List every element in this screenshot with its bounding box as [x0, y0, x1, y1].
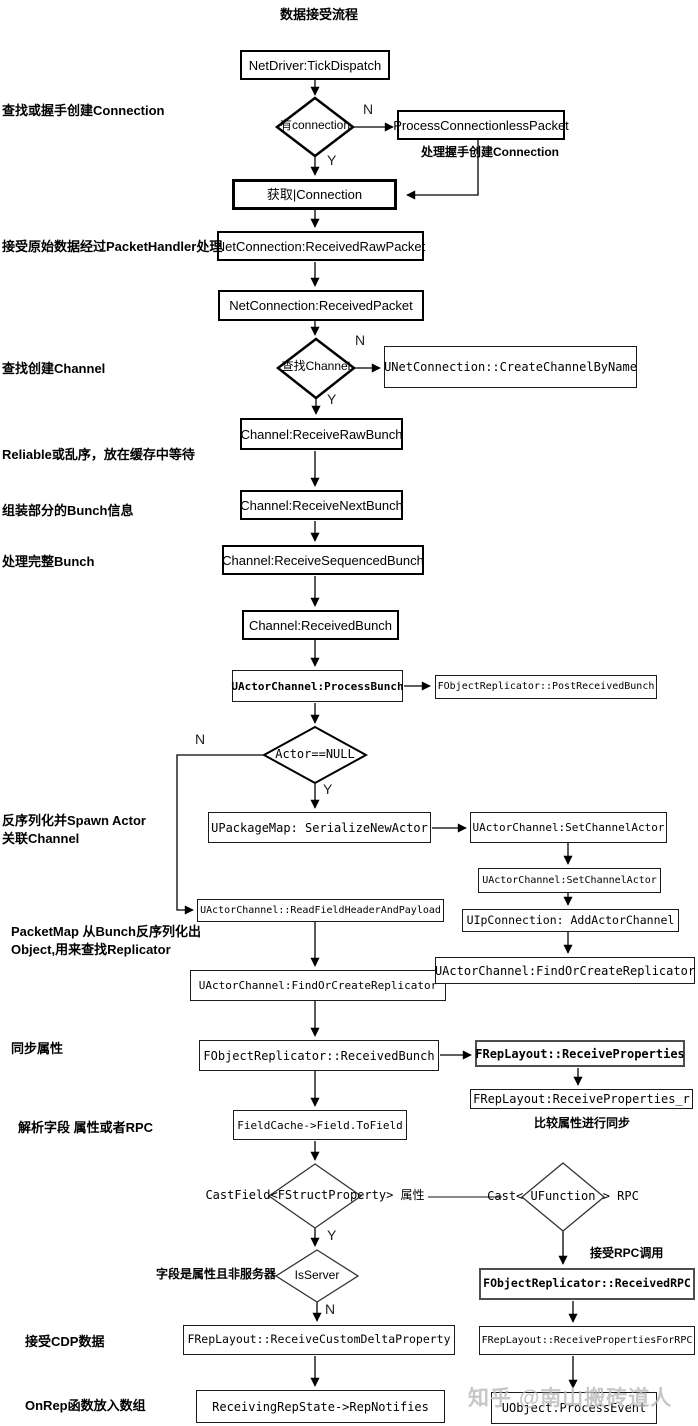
node-unetconnection-createchannelbyname: UNetConnection::CreateChannelByName: [384, 346, 637, 388]
annotation-accept-rpc-call: 接受RPC调用: [590, 1246, 664, 1260]
node-freplayout-receivepropertiesforrpc: FRepLayout::ReceivePropertiesForRPC: [479, 1326, 695, 1355]
annotation-compare-properties-sync: 比较属性进行同步: [534, 1116, 631, 1130]
branch-label-yes-castfield: Y: [327, 1227, 337, 1243]
decision-is-server-shape: [274, 1249, 360, 1303]
annotation-reliable-cache-wait: Reliable或乱序，放在缓存中等待: [2, 447, 195, 462]
node-uactorchannel-readfieldheaderandpayload: UActorChannel::ReadFieldHeaderAndPayload: [197, 899, 444, 922]
diagram-title: 数据接受流程: [279, 7, 358, 22]
node-fieldcache-tofield: FieldCache->Field.ToField: [233, 1110, 407, 1140]
node-upackagemap-serializenewactor: UPackageMap: SerializeNewActor: [208, 812, 431, 843]
branch-label-yes-actornull: Y: [323, 781, 333, 797]
branch-label-yes-channel: Y: [327, 391, 337, 407]
node-fobjectreplicator-postreceivedbunch: FObjectReplicator::PostReceivedBunch: [435, 675, 657, 699]
node-receivingrepstate-repnotifies: ReceivingRepState->RepNotifies: [196, 1390, 445, 1423]
edge-processconnectionless-getconnection: [406, 140, 479, 200]
decision-is-server-label: IsServer: [294, 1268, 340, 1282]
node-uactorchannel-findorcreatereplicator-right: UActorChannel:FindOrCreateReplicator: [435, 957, 695, 984]
node-channel-receivesequencedbunch: Channel:ReceiveSequencedBunch: [222, 545, 424, 575]
node-channel-receivenextbunch: Channel:ReceiveNextBunch: [240, 490, 403, 520]
decision-cast-ufunction-label: Cast< UFunction > RPC: [487, 1189, 639, 1203]
node-uactorchannel-processbunch: UActorChannel:ProcessBunch: [231, 670, 404, 702]
node-freplayout-receiveproperties: FRepLayout::ReceiveProperties: [475, 1040, 685, 1067]
annotation-raw-via-packethandler: 接受原始数据经过PacketHandler处理: [2, 239, 223, 254]
node-uactorchannel-setchannelactor-2: UActorChannel:SetChannelActor: [478, 868, 661, 893]
decision-find-channel-shape: [275, 337, 357, 400]
branch-label-yes-connection: Y: [327, 152, 337, 168]
decision-cast-field-shape: [267, 1163, 363, 1229]
node-channel-receivedbunch: Channel:ReceivedBunch: [242, 610, 399, 640]
node-channel-receiverawbunch: Channel:ReceiveRawBunch: [240, 418, 403, 450]
branch-label-no-actornull: N: [195, 731, 206, 747]
node-process-connectionless-packet: ProcessConnectionlessPacket: [393, 110, 569, 140]
annotation-find-or-handshake-connection: 查找或握手创建Connection: [2, 103, 165, 118]
edge-actornull-no-readfieldheader: [176, 754, 264, 915]
node-netdriver-tickdispatch: NetDriver:TickDispatch: [240, 50, 390, 80]
node-fobjectreplicator-receivedrpc: FObjectReplicator::ReceivedRPC: [479, 1268, 695, 1300]
decision-cast-field-label: CastField<FStructProperty> 属性: [205, 1188, 425, 1202]
annotation-packetmap-find-replicator: PacketMap 从Bunch反序列化出 Object,用来查找Replica…: [11, 924, 201, 957]
annotation-sync-properties: 同步属性: [11, 1041, 64, 1056]
decision-actor-null-shape: [261, 725, 369, 785]
decision-find-channel-label: 查找Channel: [281, 359, 351, 373]
node-uactorchannel-setchannelactor-1: UActorChannel:SetChannelActor: [470, 812, 667, 843]
node-uactorchannel-findorcreatereplicator: UActorChannel:FindOrCreateReplicator: [190, 970, 446, 1001]
node-uipconnection-addactorchannel: UIpConnection: AddActorChannel: [462, 909, 679, 932]
node-fobjectreplicator-receivedbunch: FObjectReplicator::ReceivedBunch: [199, 1040, 439, 1071]
annotation-deserialize-spawn-actor: 反序列化并Spawn Actor 关联Channel: [2, 813, 146, 846]
annotation-field-is-property-not-server: 字段是属性且非服务器: [156, 1267, 277, 1281]
node-netconnection-receivedrawpacket: NetConnection:ReceivedRawPacket: [216, 231, 425, 261]
annotation-parse-field-property-rpc: 解析字段 属性或者RPC: [18, 1120, 154, 1135]
decision-cast-ufunction-shape: [520, 1162, 606, 1232]
annotation-assemble-partial-bunch: 组装部分的Bunch信息: [2, 503, 134, 518]
annotation-handle-complete-bunch: 处理完整Bunch: [2, 554, 95, 569]
annotation-find-create-channel: 查找创建Channel: [2, 361, 106, 376]
node-freplayout-receivecustomdeltaproperty: FRepLayout::ReceiveCustomDeltaProperty: [183, 1325, 455, 1355]
node-get-connection: 获取|Connection: [232, 179, 397, 210]
decision-has-connection-shape: [274, 96, 356, 158]
branch-label-no-channel: N: [355, 332, 366, 348]
node-freplayout-receiveproperties-r: FRepLayout:ReceiveProperties_r: [470, 1089, 693, 1109]
node-netconnection-receivedpacket: NetConnection:ReceivedPacket: [218, 290, 424, 321]
annotation-onrep-array: OnRep函数放入数组: [25, 1398, 146, 1413]
annotation-accept-cdp-data: 接受CDP数据: [25, 1334, 105, 1349]
annotation-handle-handshake-connection: 处理握手创建Connection: [421, 145, 559, 159]
branch-label-no-connection: N: [363, 101, 374, 117]
decision-has-connection-label: 有connection: [279, 118, 351, 132]
branch-label-no-isserver: N: [325, 1301, 336, 1317]
node-uobject-processevent: UObject.ProcessEvent: [491, 1392, 657, 1424]
decision-actor-null-label: Actor==NULL: [275, 747, 355, 761]
watermark: 知乎 @南山搬砖道人: [468, 1387, 673, 1410]
